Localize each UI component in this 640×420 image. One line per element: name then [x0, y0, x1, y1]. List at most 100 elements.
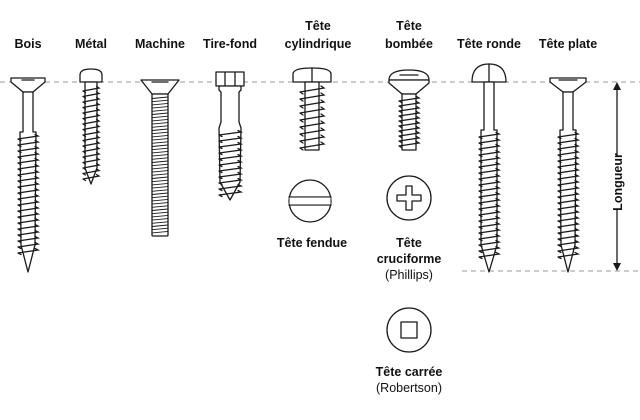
thread-line [218, 177, 244, 186]
thread-line [557, 191, 581, 200]
thread-line [151, 125, 169, 128]
thread-line [478, 131, 502, 140]
label-tete-carree: Tête carrée [376, 365, 443, 379]
slotted-drive-icon [288, 179, 332, 223]
thread-line [151, 166, 169, 170]
thread-line [151, 96, 169, 99]
thread-line [17, 169, 41, 178]
thread-line [151, 138, 169, 141]
label-tete-bombee-line2: bombée [385, 37, 433, 51]
thread-line [151, 173, 169, 176]
thread-line [398, 110, 421, 119]
thread-line [398, 100, 421, 109]
thread-line [17, 175, 41, 184]
thread-line [151, 118, 169, 122]
thread-line [151, 99, 169, 103]
label-tete-cruciforme-line2: cruciforme [377, 252, 442, 266]
thread-line [478, 203, 502, 212]
label-robertson: (Robertson) [376, 381, 442, 395]
thread-line [151, 157, 169, 160]
thread-line [151, 224, 169, 227]
thread-line [17, 181, 41, 190]
thread-line [557, 227, 581, 236]
screw-tire-fond-icon [215, 71, 245, 201]
thread-line [151, 128, 169, 131]
thread-line [478, 209, 502, 218]
thread-line [478, 167, 502, 176]
thread-line [478, 143, 502, 152]
thread-line [151, 112, 169, 115]
thread-line [151, 163, 169, 167]
thread-line [478, 185, 502, 194]
thread-line [218, 129, 244, 138]
thread-line [478, 149, 502, 158]
thread-line [17, 139, 41, 148]
thread-line [557, 251, 581, 260]
thread-line [478, 227, 502, 236]
thread-line [82, 151, 101, 160]
label-tire-fond: Tire-fond [203, 37, 257, 51]
phillips-drive-icon [386, 175, 432, 221]
thread-line [218, 189, 244, 198]
thread-line [557, 161, 581, 170]
thread-line [82, 107, 101, 116]
thread-line [299, 99, 326, 109]
thread-line [151, 186, 169, 189]
thread-line [398, 125, 421, 134]
thread-line [299, 127, 326, 137]
screw-tete-plate-icon [549, 77, 587, 273]
thread-line [17, 193, 41, 202]
thread-line [478, 221, 502, 230]
screw-machine-icon [140, 79, 180, 237]
thread-line [557, 233, 581, 242]
thread-line [557, 149, 581, 158]
thread-line [82, 118, 101, 127]
thread-line [557, 221, 581, 230]
thread-line [151, 109, 169, 112]
thread-line [299, 92, 326, 102]
thread-line [398, 95, 421, 104]
thread-line [557, 131, 581, 140]
label-bois: Bois [14, 37, 41, 51]
thread-line [151, 115, 169, 119]
thread-line [398, 120, 421, 129]
thread-line [478, 155, 502, 164]
thread-line [17, 163, 41, 172]
thread-line [151, 218, 169, 221]
label-machine: Machine [135, 37, 185, 51]
thread-line [82, 102, 101, 110]
thread-line [218, 171, 244, 180]
thread-line [82, 85, 101, 94]
thread-line [151, 214, 169, 218]
thread-line [151, 102, 169, 106]
thread-line [478, 245, 502, 254]
thread-line [218, 159, 244, 168]
thread-line [151, 131, 169, 135]
thread-line [151, 154, 169, 157]
thread-line [82, 91, 101, 99]
robertson-drive-icon [386, 307, 432, 353]
thread-line [478, 191, 502, 200]
thread-line [478, 173, 502, 182]
thread-line [299, 120, 326, 130]
thread-line [82, 140, 101, 149]
thread-line [82, 173, 101, 182]
thread-line [151, 208, 169, 211]
thread-line [557, 143, 581, 152]
thread-line [299, 141, 326, 151]
screw-tete-cylindrique-icon [292, 67, 332, 151]
label-tete-cylindrique-line1: Tête [305, 19, 331, 33]
thread-line [557, 245, 581, 254]
thread-line [151, 106, 169, 109]
thread-line [557, 137, 581, 146]
thread-line [299, 106, 326, 116]
thread-line [17, 199, 41, 208]
thread-line [151, 170, 169, 173]
thread-line [218, 147, 244, 156]
thread-line [82, 168, 101, 176]
thread-line [557, 239, 581, 248]
thread-line [82, 146, 101, 154]
thread-line [17, 151, 41, 160]
thread-line [478, 251, 502, 260]
thread-line [299, 113, 326, 123]
